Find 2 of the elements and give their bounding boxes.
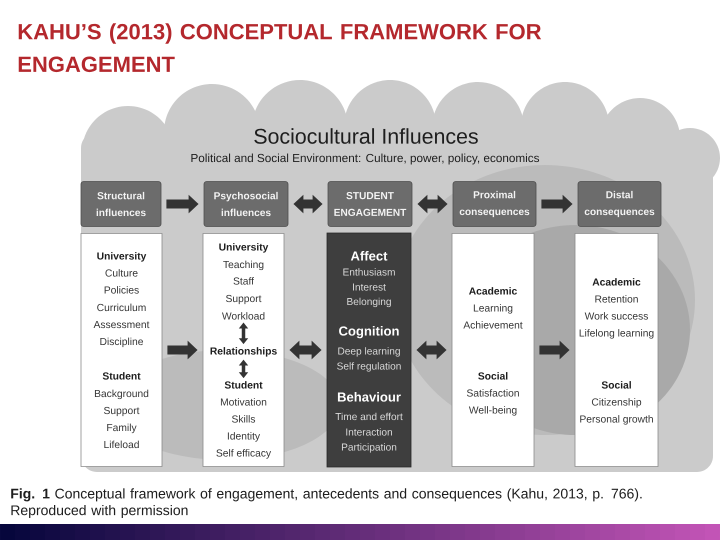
slide-title: KAHU’S (2013) CONCEPTUAL FRAMEWORK FOR ENGAGEMENT xyxy=(18,23,542,72)
caption: Fig. 1 Conceptual framework of engagement, antecedents and consequences (Kahu, 2013, p. 766). Reproduced with permission xyxy=(11,488,642,518)
